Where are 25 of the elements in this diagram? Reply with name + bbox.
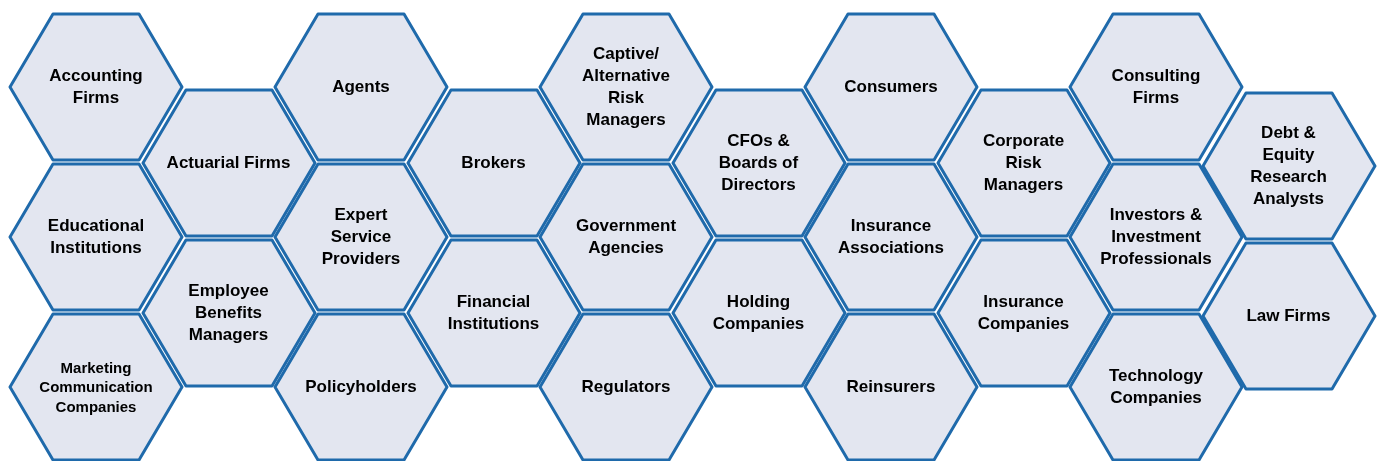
hexagon-label: Marketing Communication Companies xyxy=(38,357,154,417)
hexagon-label: Regulators xyxy=(581,375,671,398)
hexagon-label: Captive/ Alternative Risk Managers xyxy=(581,42,671,132)
hexagon-label: Law Firms xyxy=(1246,304,1331,327)
hexagon-label: Employee Benefits Managers xyxy=(187,279,270,347)
hexagon-label: Government Agencies xyxy=(574,214,678,259)
hexagon-label: Consumers xyxy=(844,75,938,98)
hexagon-label: Actuarial Firms xyxy=(166,151,291,174)
hexagon-label: Holding Companies xyxy=(711,290,806,335)
hexagon-label: Financial Institutions xyxy=(446,290,541,335)
hexagon-label: Policyholders xyxy=(305,375,417,398)
hexagon-label: Reinsurers xyxy=(846,375,936,398)
hexagon-label: Corporate Risk Managers xyxy=(981,129,1066,197)
hexagon-label: Educational Institutions xyxy=(46,214,146,259)
hexagon-label: Insurance Companies xyxy=(976,290,1071,335)
hexagon-label: Expert Service Providers xyxy=(320,203,402,271)
hexagon-label: CFOs & Boards of Directors xyxy=(717,129,800,197)
hexagon-label: Consulting Firms xyxy=(1110,64,1202,109)
hexagon-label: Technology Companies xyxy=(1107,364,1205,409)
hexagon-label: Accounting Firms xyxy=(48,64,144,109)
hexagon-label: Debt & Equity Research Analysts xyxy=(1249,121,1328,211)
hexagon-label: Agents xyxy=(332,75,390,98)
hexagon-label: Investors & Investment Professionals xyxy=(1099,203,1213,271)
hexagon-label: Brokers xyxy=(461,151,526,174)
hexagon-label: Insurance Associations xyxy=(837,214,945,259)
